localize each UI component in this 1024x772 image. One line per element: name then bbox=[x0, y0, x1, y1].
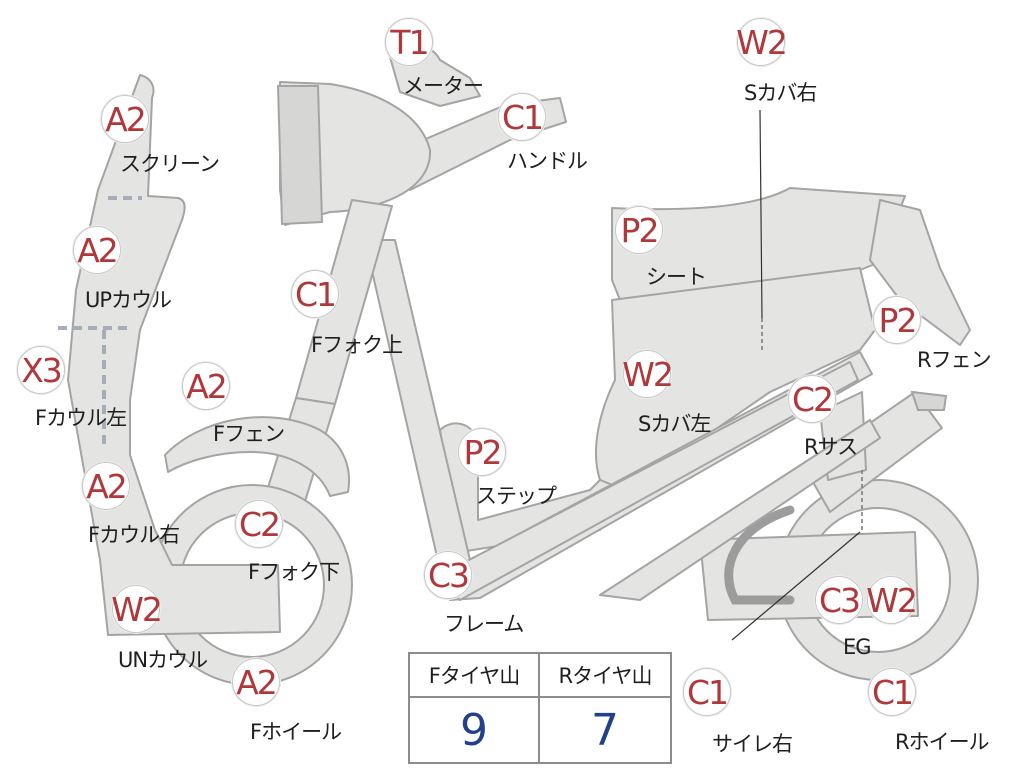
r-suspension-grade-marker: C2 bbox=[788, 375, 836, 423]
frame-grade-marker: C3 bbox=[424, 551, 472, 599]
muffler-leader-line bbox=[731, 531, 861, 641]
side-cover-shape bbox=[594, 267, 876, 489]
s-cover-right-grade-marker: W2 bbox=[736, 18, 788, 66]
un-cowl-label: UNカウル bbox=[118, 648, 208, 672]
screen-label: スクリーン bbox=[120, 152, 220, 176]
muffler-right-grade-marker: C1 bbox=[683, 668, 731, 716]
front-tire-value: 9 bbox=[410, 698, 540, 762]
step-grade-marker: P2 bbox=[458, 428, 506, 476]
exhaust-pipe-shape bbox=[724, 505, 795, 605]
frame-rear-rail-shape bbox=[599, 419, 881, 601]
f-fork-upper-grade-marker: C1 bbox=[291, 270, 339, 318]
s-cover-right-label: Sカバ右 bbox=[744, 81, 817, 105]
r-wheel-grade-marker: C1 bbox=[868, 668, 916, 716]
r-fender-grade-marker: P2 bbox=[873, 296, 921, 344]
engine-grade-marker-1: C3 bbox=[815, 576, 863, 624]
engine-grade-marker-2: W2 bbox=[866, 576, 918, 624]
rear-tire-value: 7 bbox=[591, 704, 619, 756]
f-cowl-left-grade-marker: X3 bbox=[17, 346, 65, 394]
f-wheel-label: Fホイール bbox=[250, 720, 342, 744]
f-wheel-grade-marker: A2 bbox=[232, 658, 280, 706]
seat-label: シート bbox=[646, 265, 707, 289]
f-cowl-right-grade-marker: A2 bbox=[82, 462, 130, 510]
rear-shock-shape bbox=[804, 391, 943, 513]
f-cowl-left-label: Fカウル左 bbox=[35, 406, 127, 430]
rear-fender-shape bbox=[869, 199, 971, 346]
f-fork-lower-label: Fフォク下 bbox=[248, 560, 340, 584]
front-fender-shape bbox=[164, 416, 350, 497]
r-wheel-label: Rホイール bbox=[895, 730, 990, 754]
r-fender-label: Rフェン bbox=[917, 348, 992, 372]
engine-label: EG bbox=[843, 635, 872, 659]
seat-grade-marker: P2 bbox=[615, 206, 663, 254]
rear-tire-header: Rタイヤ山 bbox=[540, 654, 670, 698]
up-cowl-label: UPカウル bbox=[85, 288, 172, 312]
handle-label: ハンドル bbox=[507, 149, 588, 173]
tire-tread-table: Fタイヤ山 Rタイヤ山 9 7 bbox=[408, 652, 672, 764]
f-fender-label: Fフェン bbox=[213, 422, 285, 446]
front-tire-header: Fタイヤ山 bbox=[410, 654, 540, 698]
step-label: ステップ bbox=[476, 484, 557, 508]
up-cowl-grade-marker: A2 bbox=[73, 226, 121, 274]
muffler-right-label: サイレ右 bbox=[712, 732, 793, 756]
frame-label: フレーム bbox=[444, 612, 524, 636]
f-fork-lower-grade-marker: C2 bbox=[235, 500, 283, 548]
s-cover-left-label: Sカバ左 bbox=[638, 412, 711, 436]
r-suspension-label: Rサス bbox=[804, 435, 858, 459]
f-cowl-right-label: Fカウル右 bbox=[88, 523, 180, 547]
meter-grade-marker: T1 bbox=[385, 18, 433, 66]
un-cowl-grade-marker: W2 bbox=[111, 585, 163, 633]
f-fork-upper-label: Fフォク上 bbox=[311, 333, 403, 357]
screen-grade-marker: A2 bbox=[101, 95, 149, 143]
handle-grade-marker: C1 bbox=[498, 93, 546, 141]
rear-shock-end-shape bbox=[910, 390, 948, 411]
s-cover-left-grade-marker: W2 bbox=[622, 350, 674, 398]
f-fender-grade-marker: A2 bbox=[182, 362, 230, 410]
meter-label: メーター bbox=[403, 74, 484, 98]
side-cover-right-leader-line bbox=[759, 109, 763, 319]
headlight-lens-shape bbox=[276, 85, 324, 226]
